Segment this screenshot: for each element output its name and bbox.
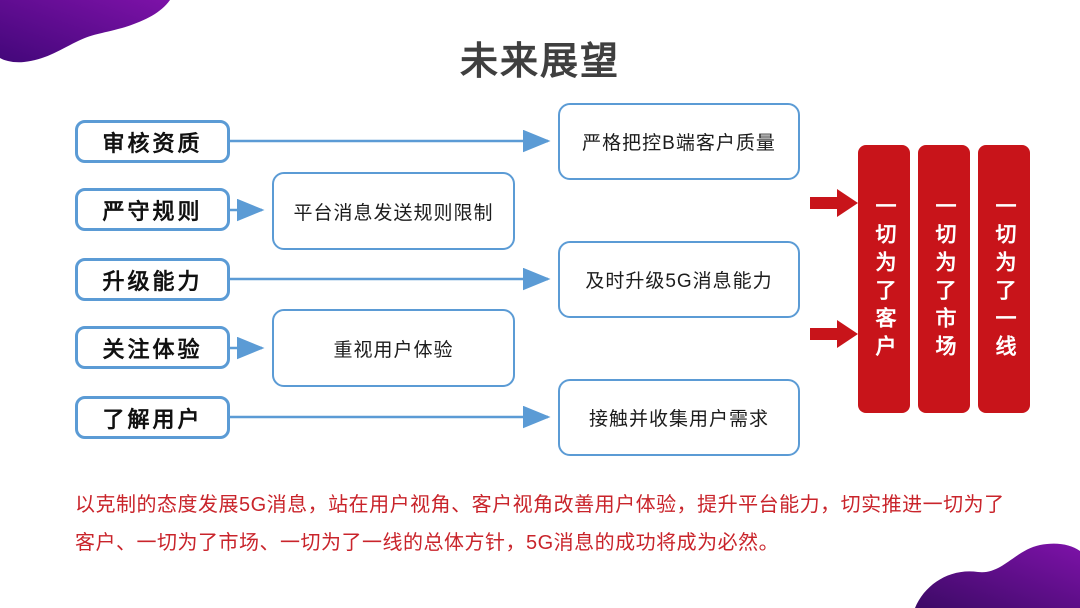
page-title: 未来展望 (459, 41, 620, 83)
goal-bar-label: 一切为了市场 (933, 195, 956, 363)
result-box-user-needs: 接触并收集用户需求 (558, 379, 800, 456)
red-block-arrow-icon (810, 320, 858, 348)
action-box-label: 关注体验 (102, 336, 203, 362)
action-box-strict-rules: 严守规则 (75, 188, 230, 231)
goal-bar-label: 一切为了一线 (993, 195, 1016, 363)
goal-bar-frontline: 一切为了一线 (978, 145, 1030, 413)
goal-bar-market: 一切为了市场 (918, 145, 970, 413)
result-box-label: 平台消息发送规则限制 (293, 202, 494, 224)
result-box-user-experience: 重视用户体验 (272, 309, 515, 387)
action-box-understand-users: 了解用户 (75, 396, 230, 439)
result-box-label: 严格把控B端客户质量 (582, 133, 776, 154)
goal-bar-label: 一切为了客户 (873, 195, 896, 363)
action-box-upgrade-capability: 升级能力 (75, 258, 230, 301)
action-box-label: 了解用户 (102, 406, 203, 432)
summary-paragraph: 以克制的态度发展5G消息，站在用户视角、客户视角改善用户体验，提升平台能力，切实… (75, 494, 1005, 554)
action-box-focus-experience: 关注体验 (75, 326, 230, 369)
result-box-label: 重视用户体验 (333, 339, 454, 361)
result-box-label: 接触并收集用户需求 (588, 409, 769, 430)
action-box-review-qualification: 审核资质 (75, 120, 230, 163)
result-box-label: 及时升级5G消息能力 (585, 271, 773, 292)
action-box-label: 审核资质 (102, 130, 203, 156)
action-box-label: 严守规则 (102, 198, 203, 224)
red-block-arrow-icon (810, 189, 858, 217)
result-box-b2b-quality: 严格把控B端客户质量 (558, 103, 800, 180)
action-box-label: 升级能力 (102, 268, 203, 294)
goal-bar-customers: 一切为了客户 (858, 145, 910, 413)
result-box-5g-capability: 及时升级5G消息能力 (558, 241, 800, 318)
result-box-message-rules: 平台消息发送规则限制 (272, 172, 515, 250)
